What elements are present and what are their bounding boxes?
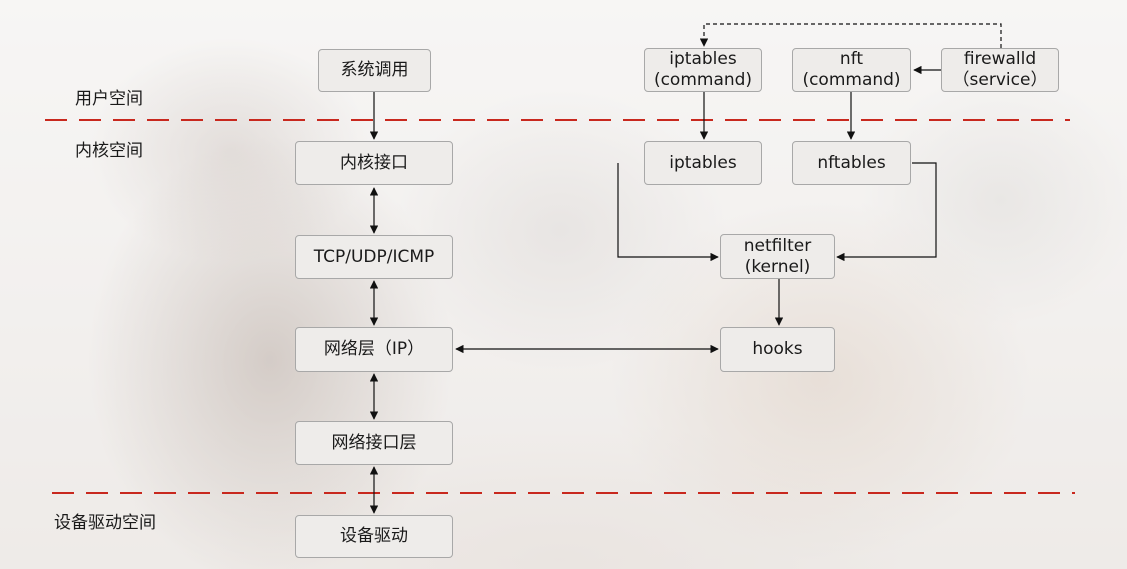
box-nft-command-name: nft [839,49,864,69]
box-iptables: iptables [644,141,762,185]
box-firewalld-service-name: firewalld [963,49,1037,69]
box-hooks: hooks [720,327,835,372]
box-device-driver: 设备驱动 [295,515,453,558]
box-netfilter-kernel-name: netfilter [743,235,812,256]
box-network-interface-layer-label: 网络接口层 [331,432,417,453]
box-netfilter-kernel: netfilter (kernel) [720,234,835,279]
box-kernel-interface: 内核接口 [295,141,453,185]
box-tcp-udp-icmp-label: TCP/UDP/ICMP [313,246,435,267]
box-nft-command: nft (command) [792,48,911,92]
box-tcp-udp-icmp: TCP/UDP/ICMP [295,235,453,279]
box-nftables: nftables [792,141,911,185]
box-kernel-interface-label: 内核接口 [340,152,408,173]
box-netfilter-kernel-type: (kernel) [744,256,811,277]
box-iptables-command: iptables (command) [644,48,762,92]
box-iptables-command-type: (command) [653,70,753,90]
box-firewalld-service: firewalld （service） [941,48,1059,92]
dashed-firewalld-to-iptables-cmd [699,23,1002,48]
box-network-layer-label: 网络层（IP） [323,339,425,359]
box-nft-command-type: (command) [802,70,901,90]
box-hooks-label: hooks [752,339,803,359]
box-firewalld-service-type: （service） [952,70,1048,90]
box-nftables-label: nftables [817,152,886,173]
box-syscall: 系统调用 [318,49,431,92]
box-network-layer: 网络层（IP） [295,327,453,372]
box-syscall-label: 系统调用 [340,60,409,80]
zone-label-device-driver-space: 设备驱动空间 [54,513,156,533]
arrow-nftables-to-netfilter [836,162,937,262]
box-iptables-command-name: iptables [669,49,737,69]
box-network-interface-layer: 网络接口层 [295,421,453,465]
arrow-iptables-to-netfilter [617,163,719,262]
box-iptables-label: iptables [669,152,737,173]
zone-label-kernel-space: 内核空间 [75,141,143,161]
zone-label-user-space: 用户空间 [75,89,143,109]
box-device-driver-label: 设备驱动 [340,526,408,546]
